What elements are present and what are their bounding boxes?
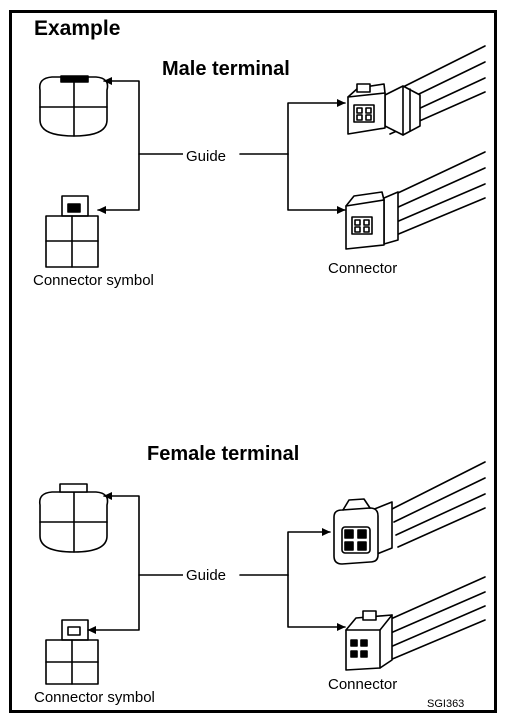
example-heading: Example <box>34 17 121 40</box>
male-connector-lower <box>345 151 486 250</box>
female-connector-label: Connector <box>328 676 398 693</box>
female-connector-upper <box>333 461 486 565</box>
male-connector-upper <box>347 45 486 136</box>
male-square-connector-symbol <box>45 195 99 268</box>
female-round-connector-symbol <box>38 483 109 553</box>
female-terminal-heading: Female terminal <box>147 443 300 465</box>
figure-code: SGI363 <box>427 698 465 710</box>
female-connector-lower <box>345 576 486 671</box>
female-guide-lines <box>87 492 346 634</box>
female-guide-label: Guide <box>183 567 230 584</box>
female-connector-symbol-label: Connector symbol <box>34 689 155 706</box>
male-guide-label: Guide <box>183 148 230 165</box>
male-guide-lines <box>97 77 346 214</box>
male-round-connector-symbol <box>38 75 109 137</box>
male-connector-symbol-label: Connector symbol <box>33 272 154 289</box>
male-terminal-heading: Male terminal <box>162 58 290 80</box>
male-connector-label: Connector <box>328 260 398 277</box>
